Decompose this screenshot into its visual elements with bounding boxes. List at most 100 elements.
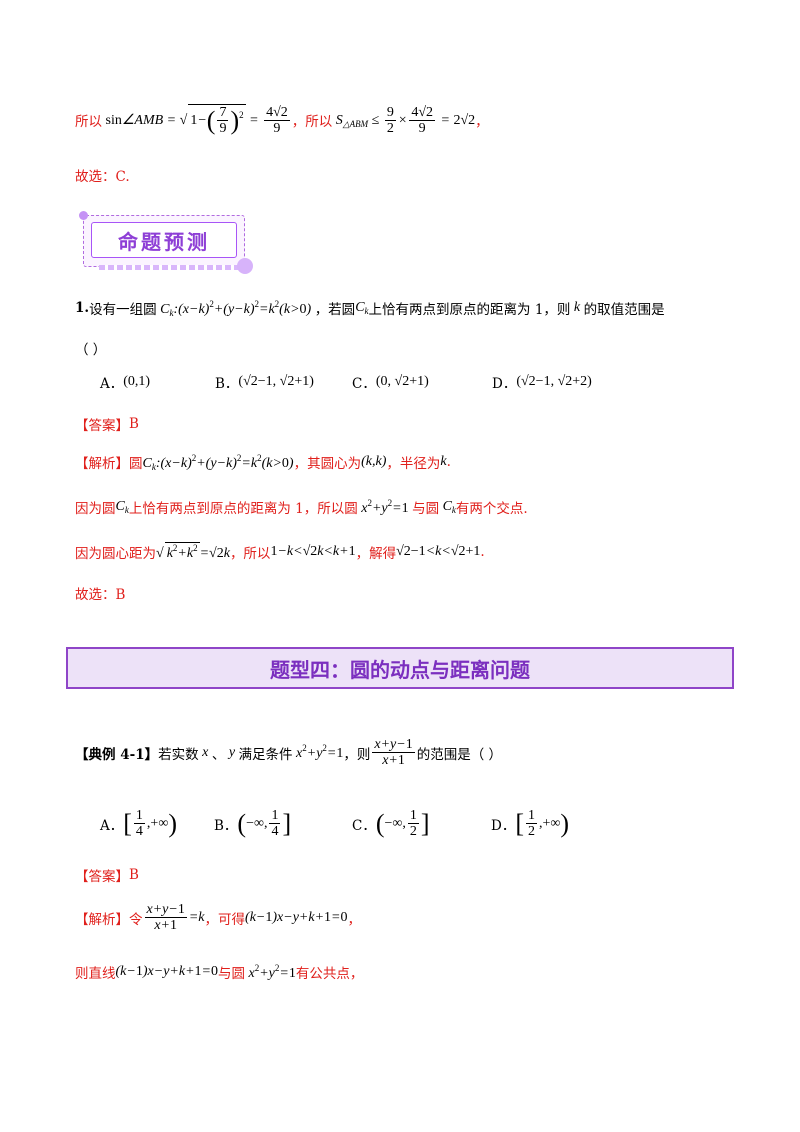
text: ，则 <box>343 746 371 763</box>
text: 上恰有两点到原点的距离为 1，则 <box>368 302 571 318</box>
q1-option-c: C． (0, √2+1) <box>352 372 429 392</box>
choose-c: 故选：C. <box>75 169 130 185</box>
text: 设有一组圆 <box>89 302 157 318</box>
formula-ck: Ck <box>115 499 129 515</box>
text: 与圆 <box>412 501 440 517</box>
text: 的取值范围是 <box>583 302 665 318</box>
option-label: D． <box>492 376 517 392</box>
formula-unit-circle: x2+y2=1 <box>361 497 409 516</box>
text: 上恰有两点到原点的距离为 1，所以圆 <box>128 501 358 517</box>
formula-circle-ck: Ck:(x−k)2+(y−k)2=k2(k>0) <box>142 452 294 472</box>
example-label: 【典例 4-1】 <box>75 746 159 763</box>
text: 与圆 <box>217 966 245 982</box>
formula-unit-circle: x2+y2=1 <box>296 743 344 762</box>
formula-ck: Ck <box>355 300 369 316</box>
formula-solution: √2−1<k<√2+1 <box>396 544 481 559</box>
formula-line: (k−1)x−y+k+1=0 <box>115 964 218 979</box>
formula-line: (k−1)x−y+k+1=0 <box>245 909 348 925</box>
text: 因为圆心距为 <box>75 546 156 562</box>
banner-dot-icon <box>79 211 88 220</box>
text: ， <box>347 911 362 928</box>
formula-ck: Ck <box>439 499 456 515</box>
q1-analysis-3: 因为圆心距为 √k2+k2=√2k ，所以 1−k<√2k<k+1 ，解得 √2… <box>75 542 485 562</box>
text: 、 <box>211 746 226 763</box>
formula-center: (k,k) <box>361 454 387 469</box>
text: ，可得 <box>204 911 246 928</box>
option-label: A． <box>100 376 124 392</box>
option-label: B． <box>214 817 238 834</box>
analysis-label: 【解析】 <box>75 456 129 472</box>
formula-unit-circle: x2+y2=1 <box>248 962 296 981</box>
option-label: C． <box>352 376 376 392</box>
text: 所以 <box>75 114 102 131</box>
text: 有公共点， <box>295 966 364 982</box>
q1-stem: 1. 设有一组圆 Ck:(x−k)2+(y−k)2=k2(k>0) ，若圆 Ck… <box>75 298 665 319</box>
ex41-answer: 【答案】B <box>75 865 139 885</box>
formula-opt-a: (0,1) <box>123 374 151 389</box>
ex41-analysis-2: 则直线 (k−1)x−y+k+1=0 与圆 x2+y2=1 有公共点， <box>75 962 364 983</box>
option-label: C． <box>352 817 376 834</box>
choose-b: 故选：B <box>75 587 126 603</box>
q1-option-a: A． (0,1) <box>100 372 150 392</box>
q1-number: 1. <box>75 300 90 316</box>
formula-x: x <box>198 744 212 760</box>
formula-y: y <box>225 744 239 760</box>
answer-label: 【答案】 <box>75 869 129 885</box>
formula-circle-ck: Ck:(x−k)2+(y−k)2=k2(k>0) <box>156 298 315 318</box>
text: ，其圆心为 <box>293 456 362 472</box>
q1-option-b: B． (√2−1, √2+1) <box>215 372 314 392</box>
text: 的范围是（ ） <box>416 746 503 763</box>
option-label: B． <box>215 376 239 392</box>
formula-opt-b: (√2−1, √2+1) <box>238 374 314 389</box>
q1-analysis-2: 因为圆 Ck 上恰有两点到原点的距离为 1，所以圆 x2+y2=1 与圆 Ck … <box>75 497 528 518</box>
text: . <box>480 544 485 560</box>
text: ， <box>475 114 489 131</box>
text: ，若圆 <box>314 302 356 318</box>
text: ，所以 <box>229 546 271 562</box>
formula-inequality: 1−k<√2k<k+1 <box>270 544 356 559</box>
text: . <box>446 454 451 470</box>
text: ，半径为 <box>386 456 441 472</box>
answer-value: B <box>129 416 139 432</box>
section-title: 题型四：圆的动点与距离问题 <box>66 647 734 689</box>
q1-answer: 【答案】B <box>75 414 139 434</box>
formula-k: k <box>570 300 584 315</box>
q1-paren: （ ） <box>75 342 107 358</box>
text: 则直线 <box>75 966 116 982</box>
banner-circle-icon <box>237 258 253 274</box>
text: ，解得 <box>355 546 397 562</box>
text: 有两个交点. <box>455 501 528 517</box>
text: 圆 <box>129 456 143 472</box>
text: ，所以 <box>291 114 333 131</box>
text: 因为圆 <box>75 501 116 517</box>
banner-label: 命题预测 <box>91 222 237 258</box>
formula-center-distance: √k2+k2=√2k <box>156 542 230 561</box>
answer-label: 【答案】 <box>75 418 129 434</box>
option-label: D． <box>491 817 516 834</box>
ex41-stem: 【典例 4-1】 若实数 x 、 y 满足条件 x2+y2=1 ，则 x+y−1… <box>75 737 502 769</box>
answer-value: B <box>129 867 139 883</box>
formula-radius: k <box>440 454 447 469</box>
text: 令 <box>129 911 143 928</box>
option-label: A． <box>100 817 124 834</box>
formula-opt-c: (0, √2+1) <box>375 374 429 389</box>
text: 若实数 <box>158 746 199 763</box>
q1-option-d: D． (√2−1, √2+2) <box>492 372 592 392</box>
text: 满足条件 <box>238 746 293 763</box>
banner-stripe <box>99 265 239 270</box>
formula-opt-d: (√2−1, √2+2) <box>516 374 592 389</box>
q1-analysis-1: 【解析】 圆 Ck:(x−k)2+(y−k)2=k2(k>0) ，其圆心为 (k… <box>75 452 451 473</box>
